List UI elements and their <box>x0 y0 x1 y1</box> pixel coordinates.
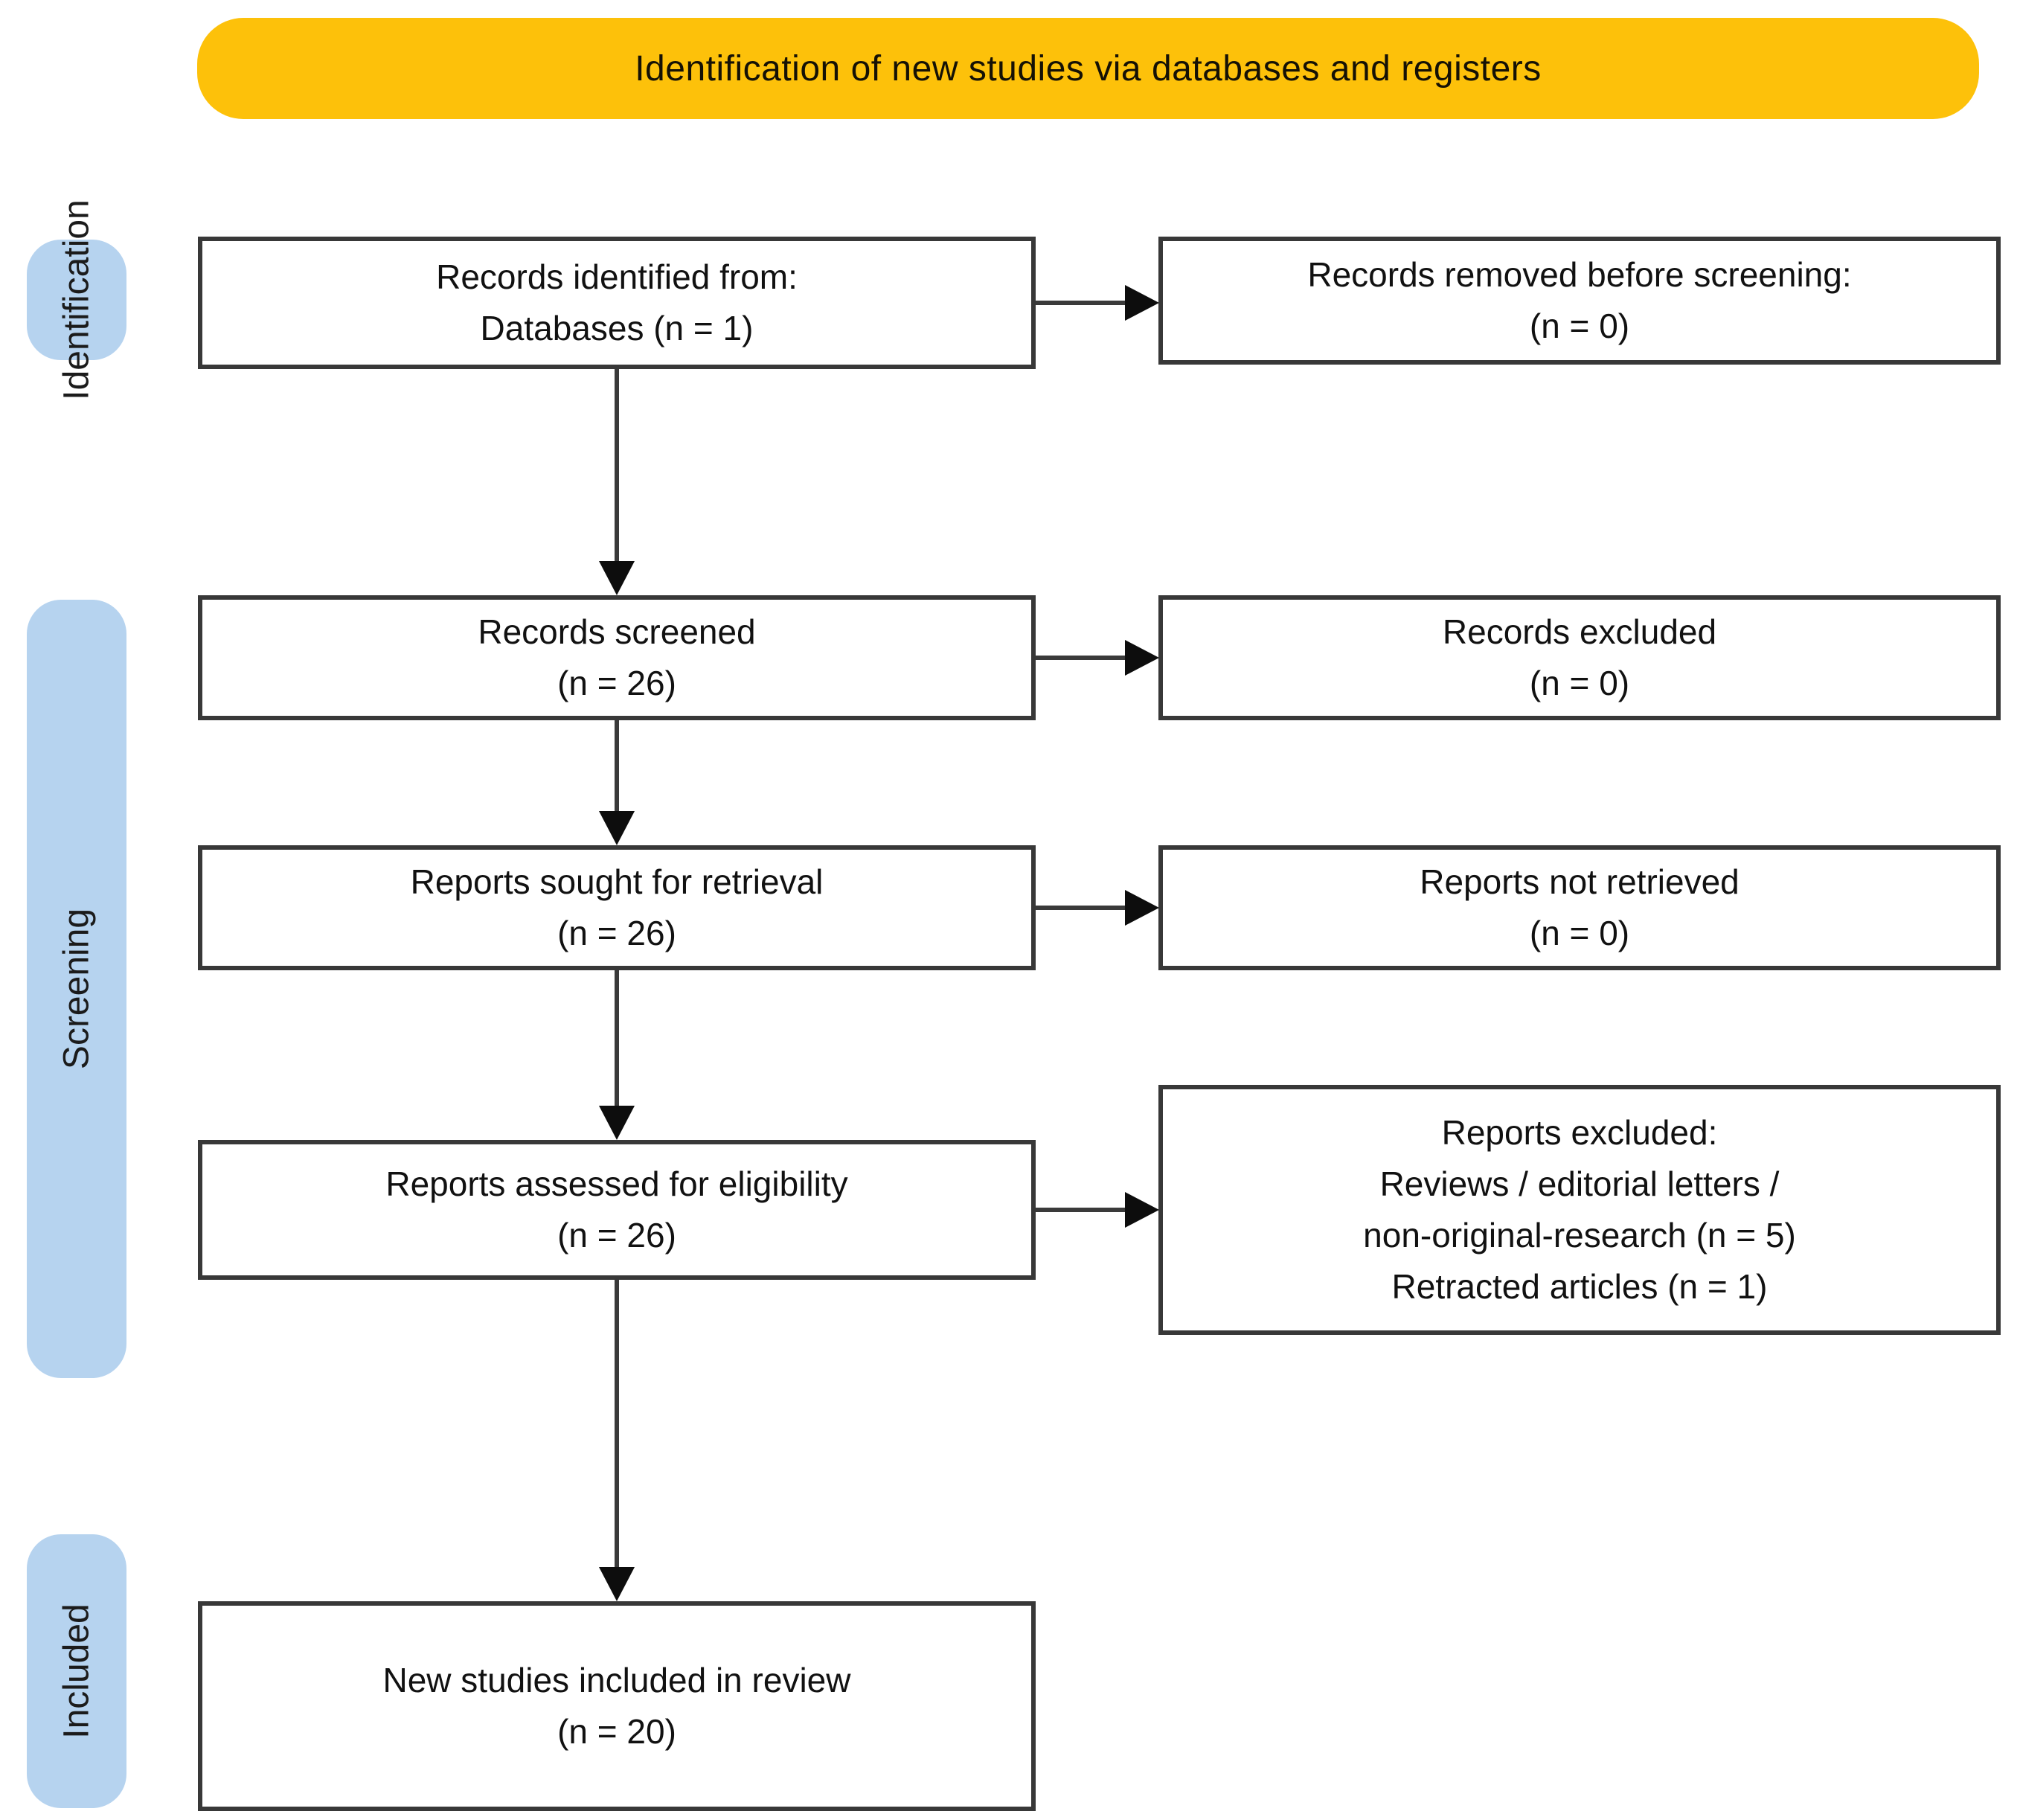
box-line: (n = 26) <box>557 914 676 952</box>
arrowhead-right-4-icon <box>1125 1192 1159 1228</box>
flow-box-new-studies-included: New studies included in review (n = 20) <box>198 1601 1036 1811</box>
box-line: Databases (n = 1) <box>480 309 754 347</box>
box-line: (n = 26) <box>557 1216 676 1255</box>
arrowhead-down-2-icon <box>599 811 635 845</box>
arrow-down-4 <box>615 1280 619 1569</box>
box-line: Reports not retrieved <box>1420 862 1740 901</box>
stage-bar-included: Included <box>27 1534 126 1808</box>
box-line: Reports sought for retrieval <box>410 862 824 901</box>
flow-box-reports-sought: Reports sought for retrieval (n = 26) <box>198 845 1036 970</box>
box-line: (n = 20) <box>557 1712 676 1751</box>
arrowhead-down-1-icon <box>599 561 635 595</box>
box-line: Reports excluded: <box>1441 1113 1718 1152</box>
flow-box-records-excluded: Records excluded (n = 0) <box>1158 595 2001 720</box>
arrowhead-right-1-icon <box>1125 285 1159 321</box>
stage-bar-screening: Screening <box>27 600 126 1378</box>
flow-box-reports-assessed: Reports assessed for eligibility (n = 26… <box>198 1140 1036 1280</box>
box-line: (n = 0) <box>1529 664 1630 702</box>
arrow-right-2 <box>1036 656 1126 660</box>
box-line: Records excluded <box>1442 612 1717 651</box>
arrow-down-1 <box>615 369 619 563</box>
stage-label-included: Included <box>57 1603 97 1739</box>
banner-title: Identification of new studies via databa… <box>197 18 1979 119</box>
arrow-down-2 <box>615 720 619 813</box>
flow-box-reports-not-retrieved: Reports not retrieved (n = 0) <box>1158 845 2001 970</box>
flow-box-reports-excluded: Reports excluded: Reviews / editorial le… <box>1158 1085 2001 1335</box>
box-line: New studies included in review <box>382 1661 851 1699</box>
flow-box-records-identified: Records identified from: Databases (n = … <box>198 237 1036 369</box>
box-line: Reviews / editorial letters / <box>1379 1164 1780 1203</box>
flow-box-records-screened: Records screened (n = 26) <box>198 595 1036 720</box>
arrowhead-down-4-icon <box>599 1567 635 1601</box>
stage-bar-identification: Identification <box>27 199 126 400</box>
box-line: Retracted articles (n = 1) <box>1391 1267 1768 1306</box>
box-line: non-original-research (n = 5) <box>1363 1216 1796 1255</box>
stage-label-screening: Screening <box>57 908 97 1070</box>
arrow-down-3 <box>615 970 619 1108</box>
arrow-right-3 <box>1036 906 1126 910</box>
box-line: (n = 0) <box>1529 307 1630 345</box>
banner-title-text: Identification of new studies via databa… <box>635 48 1542 89</box>
arrow-right-4 <box>1036 1208 1126 1212</box>
arrow-right-1 <box>1036 301 1126 305</box>
box-line: (n = 0) <box>1529 914 1630 952</box>
box-line: Reports assessed for eligibility <box>385 1164 848 1203</box>
stage-label-identification: Identification <box>57 199 97 400</box>
flow-box-records-removed: Records removed before screening: (n = 0… <box>1158 237 2001 365</box>
arrowhead-down-3-icon <box>599 1106 635 1140</box>
arrowhead-right-3-icon <box>1125 890 1159 926</box>
box-line: Records screened <box>478 612 756 651</box>
arrowhead-right-2-icon <box>1125 640 1159 676</box>
box-line: Records identified from: <box>436 257 798 296</box>
box-line: Records removed before screening: <box>1307 255 1852 294</box>
box-line: (n = 26) <box>557 664 676 702</box>
